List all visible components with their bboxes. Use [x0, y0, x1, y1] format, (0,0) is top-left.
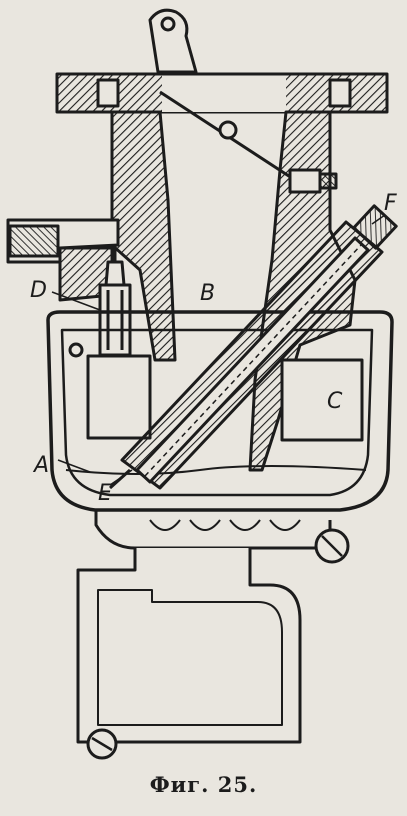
label-f: F	[384, 191, 397, 216]
label-c: C	[327, 389, 343, 414]
venturi-left-wall	[110, 110, 177, 362]
float-chamber-bowl	[46, 310, 394, 512]
label-e: E	[98, 481, 112, 506]
float-c	[68, 342, 364, 442]
jet-tube	[108, 204, 398, 490]
top-flange	[55, 72, 389, 114]
label-b: B	[200, 281, 215, 306]
throttle-lever-ear	[148, 8, 198, 74]
label-a: A	[32, 453, 49, 478]
figure-caption: Фиг. 25.	[149, 772, 258, 797]
outlet-elbow	[76, 548, 302, 760]
label-d: D	[30, 278, 47, 303]
needle-valve-d	[98, 245, 132, 357]
throttle-rod	[159, 90, 338, 194]
